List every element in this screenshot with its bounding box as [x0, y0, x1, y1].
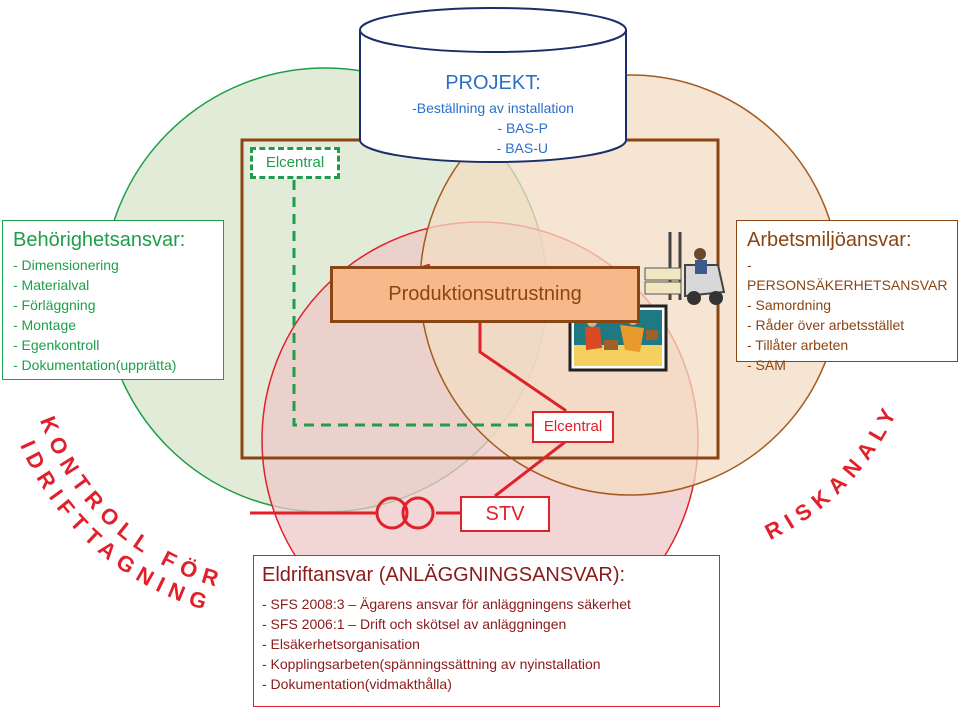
stv-label: STV	[485, 503, 525, 525]
eldrift-line: - SFS 2008:3 – Ägarens ansvar för anlägg…	[262, 596, 631, 612]
project-title: PROJEKT:	[445, 72, 541, 94]
behorighet-box: Behörighetsansvar: - Dimensionering - Ma…	[2, 220, 224, 380]
elcentral-top-label: Elcentral	[265, 154, 325, 171]
forklift-icon	[644, 232, 726, 305]
eldrift-line: - SFS 2006:1 – Drift och skötsel av anlä…	[262, 616, 567, 632]
stv-box: STV	[460, 496, 550, 532]
transformer-icon	[375, 496, 409, 530]
green-dashed-line	[292, 180, 532, 427]
arbetsmiljo-line: - SAM	[747, 357, 786, 373]
project-cylinder	[359, 7, 627, 163]
behorighet-line: - Materialval	[13, 277, 90, 293]
elcentral-mid-label: Elcentral	[543, 418, 603, 435]
arbetsmiljo-line: - Samordning	[747, 297, 832, 313]
behorighet-line: - Montage	[13, 317, 77, 333]
arbetsmiljo-box: Arbetsmiljöansvar: - PERSONSÄKERHETSANSV…	[736, 220, 958, 373]
behorighet-line: - Förläggning	[13, 297, 96, 313]
eldrift-line: - Dokumentation(vidmakthålla)	[262, 676, 452, 692]
project-line: - BAS-P	[497, 120, 548, 136]
arbetsmiljo-line: - Råder över arbetsstället	[747, 317, 905, 333]
production-equipment-label: Produktionsutrustning	[388, 283, 582, 305]
eldrift-title: Eldriftansvar (ANLÄGGNINGSANSVAR):	[262, 564, 626, 586]
behorighet-line: - Dimensionering	[13, 257, 119, 273]
behorighet-line: - Dokumentation(upprätta)	[13, 357, 177, 373]
behorighet-line: - Egenkontroll	[13, 337, 100, 353]
arbetsmiljo-line: - PERSONSÄKERHETSANSVAR	[747, 257, 948, 293]
behorighet-title: Behörighetsansvar:	[13, 229, 186, 251]
arbetsmiljo-line: - Tillåter arbeten	[747, 337, 849, 353]
arbetsmiljo-title: Arbetsmiljöansvar:	[747, 229, 912, 251]
elcentral-top-box: Elcentral	[250, 147, 340, 179]
project-lines: -Beställning av installation - BAS-P - B…	[360, 98, 626, 158]
red-stv-line	[494, 440, 566, 498]
elcentral-mid-box: Elcentral	[532, 411, 614, 443]
eldrift-box: Eldriftansvar (ANLÄGGNINGSANSVAR): - SFS…	[253, 555, 720, 707]
project-line: - BAS-U	[496, 140, 548, 156]
project-line: -Beställning av installation	[412, 100, 574, 116]
production-equipment-box: Produktionsutrustning	[330, 266, 640, 323]
eldrift-line: - Kopplingsarbeten(spänningssättning av …	[262, 656, 601, 672]
eldrift-line: - Elsäkerhetsorganisation	[262, 636, 420, 652]
